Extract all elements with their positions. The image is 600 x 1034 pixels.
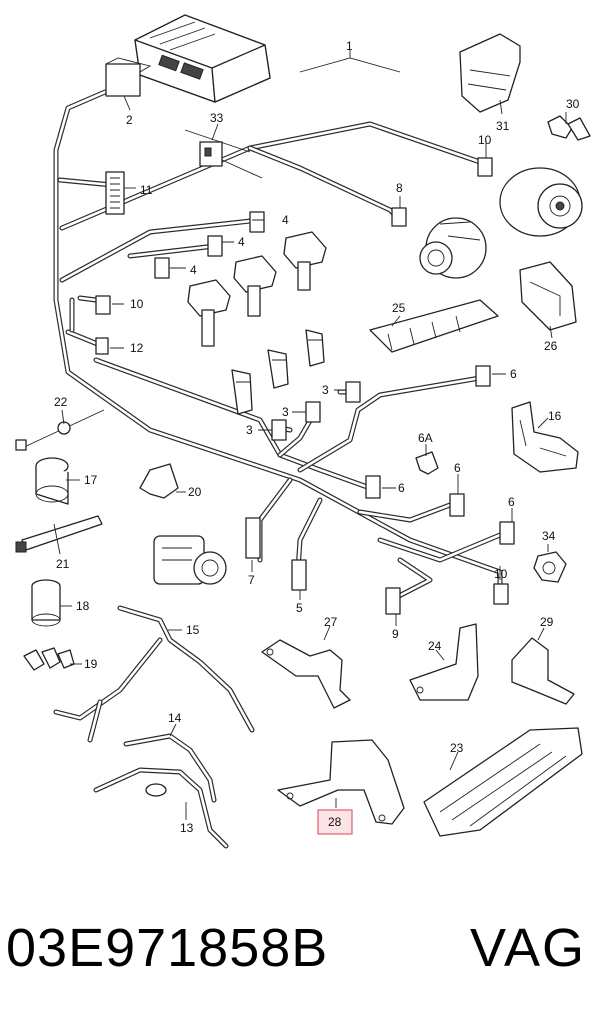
callout-label: 10: [130, 297, 144, 311]
callout-label: 3: [246, 423, 253, 437]
bracket-icon: [415, 451, 439, 475]
bracket-icon: [511, 637, 575, 705]
grommet-icon: [35, 457, 69, 505]
relay-bracket-icon: [105, 57, 152, 97]
cable-tie-icon: [23, 647, 75, 671]
callout-label: 4: [190, 263, 197, 277]
callout-label: 10: [478, 133, 492, 147]
bracket-icon: [423, 727, 583, 837]
callout-label: 19: [84, 657, 98, 671]
callout-label: 22: [54, 395, 68, 409]
bracket-icon: [261, 639, 351, 709]
callout-label: 27: [324, 615, 338, 629]
callout-label: 23: [450, 741, 464, 755]
cable-tie-icon: [15, 515, 103, 553]
bracket-icon: [511, 401, 579, 473]
ac-compressor-icon: [499, 167, 583, 237]
callout-label: 11: [140, 183, 153, 197]
caption-bar: 03E971858B VAG: [0, 912, 600, 1002]
callout-label: 24: [428, 639, 442, 653]
engine-control-unit-icon: [134, 14, 271, 103]
callout-highlight-box: [317, 809, 353, 835]
alternator-icon: [419, 217, 487, 279]
callout-label: 3: [282, 405, 289, 419]
grommet-icon: [533, 551, 567, 583]
wire-harness-icon: [53, 89, 503, 601]
wire-harness-icon: [123, 733, 217, 803]
bracket-icon: [409, 623, 479, 701]
callout-label: 26: [544, 339, 558, 353]
wire-harness-icon: [93, 767, 229, 849]
callout-label: 17: [84, 473, 98, 487]
callout-label: 15: [186, 623, 200, 637]
callout-label: 5: [296, 601, 303, 615]
callout-label: 16: [548, 409, 562, 423]
callout-label: 20: [188, 485, 202, 499]
bracket-icon: [139, 463, 179, 499]
cable-tie-icon: [15, 409, 105, 451]
bracket-icon: [519, 261, 577, 331]
callout-label: 33: [210, 111, 224, 125]
part-number: 03E971858B: [6, 918, 329, 978]
callout-label: 21: [56, 557, 70, 571]
bracket-icon: [459, 33, 521, 113]
wire-harness-icon: [53, 605, 255, 743]
callout-label: 1: [346, 39, 353, 53]
callout-label: 7: [248, 573, 255, 587]
callout-label: 2: [126, 113, 133, 127]
callout-label: 6: [454, 461, 461, 475]
bracket-icon: [369, 299, 499, 353]
callout-label: 25: [392, 301, 406, 315]
connector-icon: [95, 157, 515, 615]
callout-label: 13: [180, 821, 194, 835]
grommet-icon: [31, 579, 61, 627]
fuel-injector-icon: [231, 329, 325, 415]
callout-label: 6A: [418, 431, 433, 445]
callout-label: 28: [328, 815, 342, 829]
callout-label: 3: [322, 383, 329, 397]
callout-label: 29: [540, 615, 554, 629]
connector-icon: [184, 129, 263, 179]
callout-label: 9: [392, 627, 399, 641]
connector-icon: [105, 171, 125, 215]
throttle-body-icon: [153, 535, 227, 585]
callout-label: 8: [396, 181, 403, 195]
callout-label: 30: [566, 97, 580, 111]
ignition-coil-icon: [187, 231, 327, 347]
callout-label: 31: [496, 119, 510, 133]
callout-label: 6: [510, 367, 517, 381]
callout-label: 6: [398, 481, 405, 495]
callout-label: 4: [238, 235, 245, 249]
callout-labels: 1 2 33 11 4 4 4 8 10 10 31 30 12 25 26 2…: [54, 39, 580, 835]
callout-label: 18: [76, 599, 90, 613]
callout-label: 6: [508, 495, 515, 509]
callout-label: 14: [168, 711, 182, 725]
callout-label: 34: [542, 529, 556, 543]
callout-label: 10: [494, 567, 508, 581]
parts-diagram: 1 2 33 11 4 4 4 8 10 10 31 30 12 25 26 2…: [15, 14, 591, 849]
brand-name: VAG: [469, 918, 586, 978]
callout-label: 12: [130, 341, 144, 355]
callout-label: 4: [282, 213, 289, 227]
bracket-icon: [277, 739, 405, 825]
callout-leaders: [53, 50, 567, 820]
cable-tie-icon: [547, 115, 591, 141]
